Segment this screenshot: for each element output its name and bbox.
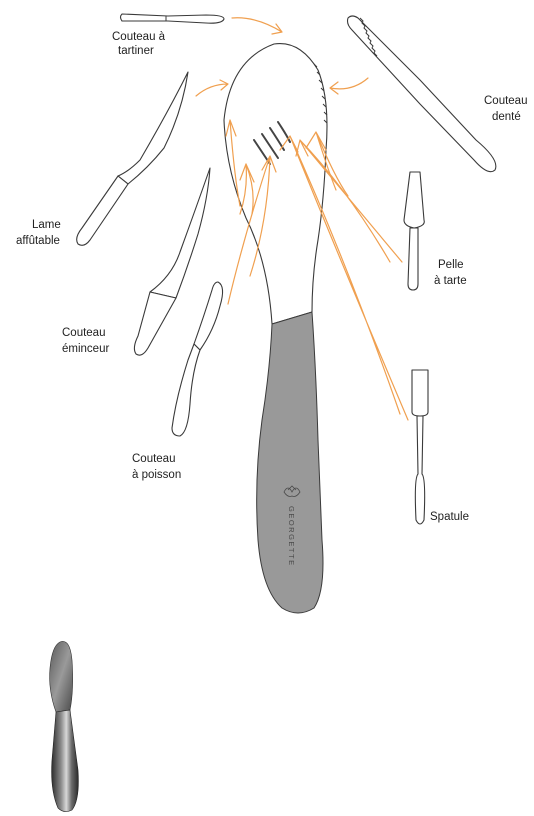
spatula-blade-icon [412, 370, 428, 416]
arrow-from-chef-knife-icon [196, 80, 228, 96]
label-couteau-eminceur: Couteau éminceur [62, 327, 109, 355]
svg-text:tartiner: tartiner [118, 45, 154, 57]
arrow-from-serrated-knife-icon [330, 78, 368, 94]
svg-text:Couteau: Couteau [484, 95, 527, 107]
label-lame-affutable: Lame affûtable [16, 219, 61, 247]
slicer-knife-icon [150, 168, 210, 298]
butter-knife-icon [121, 14, 225, 23]
svg-text:Pelle: Pelle [438, 259, 464, 271]
fish-knife-handle-icon [172, 344, 200, 436]
label-couteau-dente: Couteau denté [484, 95, 527, 123]
spatula-handle-icon [415, 416, 424, 524]
svg-text:à tarte: à tarte [434, 275, 467, 287]
label-spatule: Spatule [430, 511, 469, 523]
svg-text:Spatule: Spatule [430, 511, 469, 523]
chef-knife-handle-icon [77, 176, 128, 245]
brand-name: GEORGETTE [287, 506, 296, 567]
pie-server-icon [404, 172, 424, 228]
label-couteau-a-poisson: Couteau à poisson [132, 453, 181, 481]
slicer-knife-handle-icon [134, 292, 176, 355]
svg-text:à poisson: à poisson [132, 469, 181, 481]
svg-text:Couteau: Couteau [132, 453, 175, 465]
fish-knife-icon [194, 282, 223, 350]
label-couteau-a-tartiner: Couteau à tartiner [112, 31, 166, 57]
spreader-photo-handle-icon [52, 710, 79, 812]
svg-text:Couteau: Couteau [62, 327, 105, 339]
spreader-photo-blade-icon [50, 641, 73, 712]
label-pelle-a-tarte: Pelle à tarte [434, 259, 467, 287]
svg-text:Lame: Lame [32, 219, 61, 231]
svg-text:affûtable: affûtable [16, 235, 60, 247]
svg-text:éminceur: éminceur [62, 343, 109, 355]
svg-text:Couteau à: Couteau à [112, 31, 166, 43]
arrow-from-butter-knife-icon [232, 18, 282, 34]
pie-server-handle-icon [408, 228, 418, 290]
spreader-photo [50, 641, 79, 811]
main-spreader-handle-icon [257, 312, 323, 613]
svg-text:denté: denté [492, 111, 521, 123]
chef-knife-icon [118, 72, 188, 184]
